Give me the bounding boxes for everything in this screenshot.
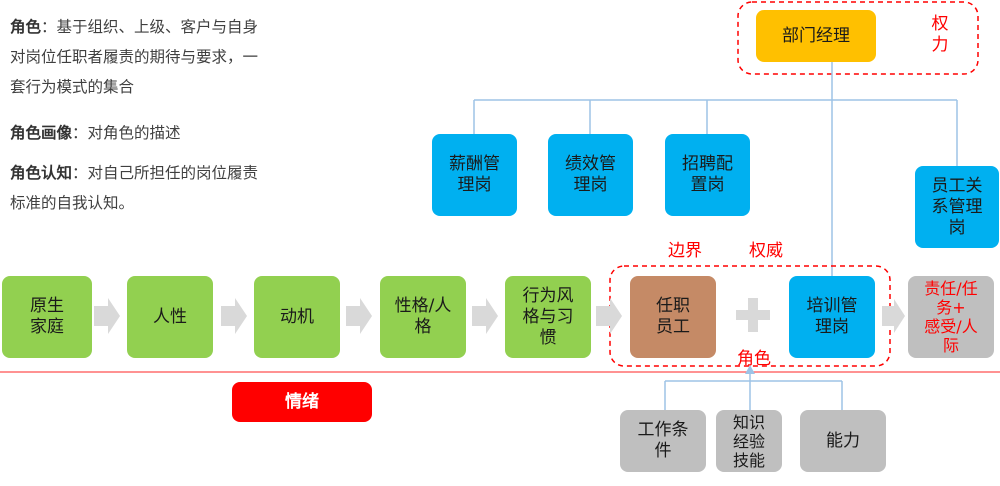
- up-arrow-head: [745, 365, 755, 374]
- human-nature-box: 人性: [127, 276, 213, 358]
- emotion-box: 情绪: [232, 382, 372, 422]
- power-label: 权 力: [931, 14, 949, 55]
- family-of-origin-box: 原生 家庭: [2, 276, 92, 358]
- role-portrait-text: ：对角色的描述: [72, 124, 181, 142]
- employee-relations-post-box: 员工关 系管理 岗: [915, 166, 999, 248]
- role-cognition-term: 角色认知: [10, 164, 73, 182]
- arrow-1: [94, 298, 120, 334]
- plus-icon: [736, 298, 770, 332]
- arrow-2: [221, 298, 247, 334]
- arrow-5: [596, 298, 622, 334]
- personality-box: 性格/人 格: [380, 276, 466, 358]
- recruitment-post-box: 招聘配 置岗: [665, 134, 750, 216]
- role-cognition-text: ：对自己所担任的岗位履责标准的自我认知。: [10, 164, 259, 212]
- role-term: 角色: [10, 18, 42, 36]
- role-text: ：基于组织、上级、客户与自身对岗位任职者履责的期待与要求，一套行为模式的集合: [10, 18, 259, 96]
- power-dashed-region: [737, 1, 979, 75]
- department-manager-box: 部门经理: [756, 10, 876, 62]
- performance-post-box: 绩效管 理岗: [548, 134, 633, 216]
- role-definition: 角色：基于组织、上级、客户与自身对岗位任职者履责的期待与要求，一套行为模式的集合: [10, 12, 272, 102]
- role-cognition-definition: 角色认知：对自己所担任的岗位履责标准的自我认知。: [10, 158, 272, 218]
- arrow-6: [882, 299, 905, 333]
- behavior-style-box: 行为风 格与习 惯: [505, 276, 591, 358]
- role-portrait-term: 角色画像: [10, 124, 73, 142]
- compensation-post-box: 薪酬管 理岗: [432, 134, 517, 216]
- role-label: 角色: [737, 349, 771, 369]
- authority-label: 权威: [749, 241, 783, 261]
- training-post-box: 培训管 理岗: [789, 276, 875, 358]
- ability-box: 能力: [800, 410, 886, 472]
- employee-box: 任职 员工: [630, 276, 716, 358]
- arrow-3: [346, 298, 372, 334]
- knowledge-experience-skills-box: 知识 经验 技能: [716, 410, 782, 472]
- chain-arrows: [94, 298, 905, 334]
- role-portrait-definition: 角色画像：对角色的描述: [10, 118, 272, 148]
- work-conditions-box: 工作条 件: [620, 410, 706, 472]
- responsibility-box: 责任/任 务+ 感受/人 际: [908, 276, 994, 358]
- boundary-label: 边界: [668, 241, 702, 261]
- motivation-box: 动机: [254, 276, 340, 358]
- arrow-4: [472, 298, 498, 334]
